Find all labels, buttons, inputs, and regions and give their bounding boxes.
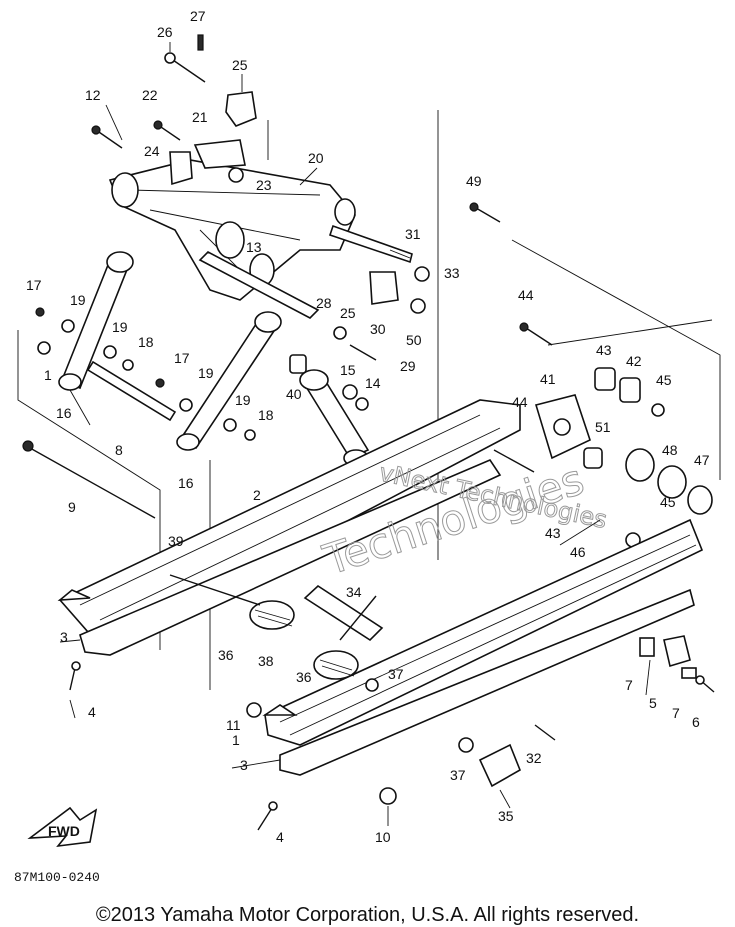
callout-40: 40 [286, 386, 302, 402]
callout-14: 14 [365, 375, 381, 391]
springs-and-shafts [169, 574, 556, 805]
callout-13: 13 [246, 239, 262, 255]
callout-44: 44 [518, 287, 534, 303]
callout-16: 16 [178, 475, 194, 491]
callout-47: 47 [694, 452, 710, 468]
diagram-reference-code: 87M100-0240 [14, 870, 100, 885]
callouts: 1 1 2 3 3 4 4 5 6 7 7 8 9 10 11 12 13 14… [26, 8, 710, 845]
callout-9: 9 [68, 499, 76, 515]
shock-absorber [289, 354, 370, 467]
rear-runner-hardware [639, 635, 715, 693]
callout-45: 45 [660, 494, 676, 510]
callout-22: 22 [142, 87, 158, 103]
callout-19: 19 [112, 319, 128, 335]
callout-6: 6 [692, 714, 700, 730]
callout-43: 43 [545, 525, 561, 541]
callout-17: 17 [174, 350, 190, 366]
callout-43: 43 [596, 342, 612, 358]
callout-7: 7 [672, 705, 680, 721]
callout-17: 17 [26, 277, 42, 293]
callout-37: 37 [388, 666, 404, 682]
leader-lines [59, 42, 651, 826]
front-links [22, 251, 282, 519]
callout-28: 28 [316, 295, 332, 311]
callout-4: 4 [276, 829, 284, 845]
callout-10: 10 [375, 829, 391, 845]
callout-19: 19 [235, 392, 251, 408]
callout-41: 41 [540, 371, 556, 387]
top-hardware [91, 34, 257, 186]
callout-38: 38 [258, 653, 274, 669]
callout-26: 26 [157, 24, 173, 40]
callout-36: 36 [218, 647, 234, 663]
callout-35: 35 [498, 808, 514, 824]
callout-30: 30 [370, 321, 386, 337]
callout-7: 7 [625, 677, 633, 693]
callout-42: 42 [626, 353, 642, 369]
callout-4: 4 [88, 704, 96, 720]
callout-49: 49 [466, 173, 482, 189]
callout-16: 16 [56, 405, 72, 421]
callout-37: 37 [450, 767, 466, 783]
callout-36: 36 [296, 669, 312, 685]
callout-51: 51 [595, 419, 611, 435]
callout-45: 45 [656, 372, 672, 388]
rear-bracket-hardware [333, 202, 713, 548]
callout-8: 8 [115, 442, 123, 458]
callout-3: 3 [60, 629, 68, 645]
callout-27: 27 [190, 8, 206, 24]
callout-15: 15 [340, 362, 356, 378]
callout-33: 33 [444, 265, 460, 281]
callout-46: 46 [570, 544, 586, 560]
callout-48: 48 [662, 442, 678, 458]
copyright-notice: ©2013 Yamaha Motor Corporation, U.S.A. A… [95, 904, 640, 926]
callout-24: 24 [144, 143, 160, 159]
callout-3: 3 [240, 757, 248, 773]
callout-25: 25 [232, 57, 248, 73]
callout-31: 31 [405, 226, 421, 242]
callout-1: 1 [232, 732, 240, 748]
callout-23: 23 [256, 177, 272, 193]
callout-32: 32 [526, 750, 542, 766]
callout-1: 1 [44, 367, 52, 383]
upper-arm-assembly [108, 159, 413, 319]
fwd-label: FWD [48, 823, 80, 839]
callout-29: 29 [400, 358, 416, 374]
callout-2: 2 [253, 487, 261, 503]
callout-19: 19 [70, 292, 86, 308]
fwd-arrow-icon: FWD [27, 806, 98, 848]
callout-21: 21 [192, 109, 208, 125]
callout-5: 5 [649, 695, 657, 711]
callout-34: 34 [346, 584, 362, 600]
callout-39: 39 [168, 533, 184, 549]
callout-20: 20 [308, 150, 324, 166]
callout-12: 12 [85, 87, 101, 103]
callout-44: 44 [512, 394, 528, 410]
callout-25: 25 [340, 305, 356, 321]
callout-19: 19 [198, 365, 214, 381]
callout-18: 18 [258, 407, 274, 423]
callout-18: 18 [138, 334, 154, 350]
callout-50: 50 [406, 332, 422, 348]
callout-11: 11 [226, 717, 241, 733]
